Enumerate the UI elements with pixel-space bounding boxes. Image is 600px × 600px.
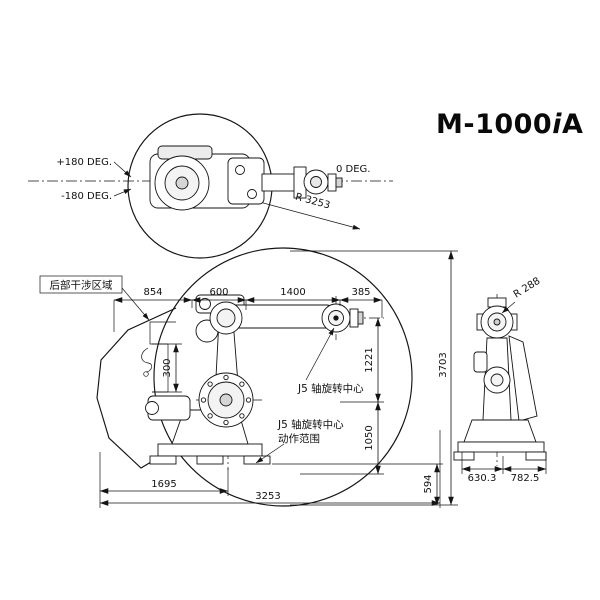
rear-zone-label: 后部干涉区域	[50, 279, 113, 292]
dim-385: 385	[351, 287, 370, 298]
deg-minus-label: -180 DEG.	[61, 191, 112, 202]
bottom-dimension-group: 1695 3253	[99, 430, 441, 508]
model-title-prefix: M-1000	[436, 109, 552, 140]
cable-hook	[141, 347, 153, 373]
rear-arm	[508, 335, 538, 422]
j5-center-label: J5 轴旋转中心	[297, 382, 364, 395]
dim-3703: 3703	[438, 352, 449, 377]
wrist-radius-leader	[501, 301, 516, 314]
deg-zero-label: 0 DEG.	[336, 164, 371, 175]
dim-3253: 3253	[255, 491, 280, 502]
top-dimension-chain: 854 600 1400 385	[113, 287, 383, 332]
top-shoulder	[227, 157, 265, 205]
robot-rear-view	[453, 297, 547, 461]
wrist-radius-label: R 288	[512, 276, 543, 301]
deg-plus-label: +180 DEG.	[56, 157, 112, 168]
dim-1221: 1221	[364, 347, 375, 372]
model-title-i: i	[552, 109, 562, 140]
j2-bolt-circle	[200, 374, 252, 426]
dim-630: 630.3	[468, 473, 497, 484]
dim-1400: 1400	[280, 287, 305, 298]
top-view: +180 DEG. -180 DEG. 0 DEG. R 3253	[28, 113, 393, 259]
dim-300: 300	[162, 358, 173, 377]
dim-300-group: 300	[152, 343, 182, 393]
dim-782: 782.5	[511, 473, 540, 484]
top-flange	[335, 177, 343, 188]
rear-interference-outline	[96, 307, 177, 469]
top-forearm	[261, 173, 297, 192]
reach-radius-label: R 3253	[294, 192, 331, 212]
dim-854: 854	[143, 287, 162, 298]
model-title: M-1000iA	[436, 109, 583, 140]
dim-594: 594	[423, 474, 434, 493]
j5-range-label-line2: 动作范围	[278, 432, 320, 445]
robot-top-view	[149, 145, 343, 211]
work-envelope-circle	[153, 247, 413, 507]
callouts: 后部干涉区域 J5 轴旋转中心 J5 轴旋转中心 动作范围	[39, 275, 364, 464]
dim-1695: 1695	[151, 479, 176, 490]
minus180-leader	[113, 188, 132, 197]
side-view: 854 600 1400 385 300 3703 1221 1050	[39, 247, 458, 508]
rear-bottom-dimension-group: 630.3 782.5	[461, 452, 547, 484]
base-plate	[157, 443, 263, 457]
robot-side-view	[145, 294, 364, 465]
dim-1050: 1050	[364, 425, 375, 450]
j5-range-label-line1: J5 轴旋转中心	[277, 418, 344, 431]
dim-600: 600	[209, 287, 228, 298]
model-title-suffix: A	[562, 109, 583, 140]
rear-view: R 288 630.3 782.5	[453, 276, 547, 484]
plus180-leader	[113, 161, 132, 178]
rear-base	[463, 419, 537, 443]
rear-base-plate	[457, 441, 545, 453]
rear-zone-box	[39, 275, 123, 294]
flange	[357, 311, 364, 325]
